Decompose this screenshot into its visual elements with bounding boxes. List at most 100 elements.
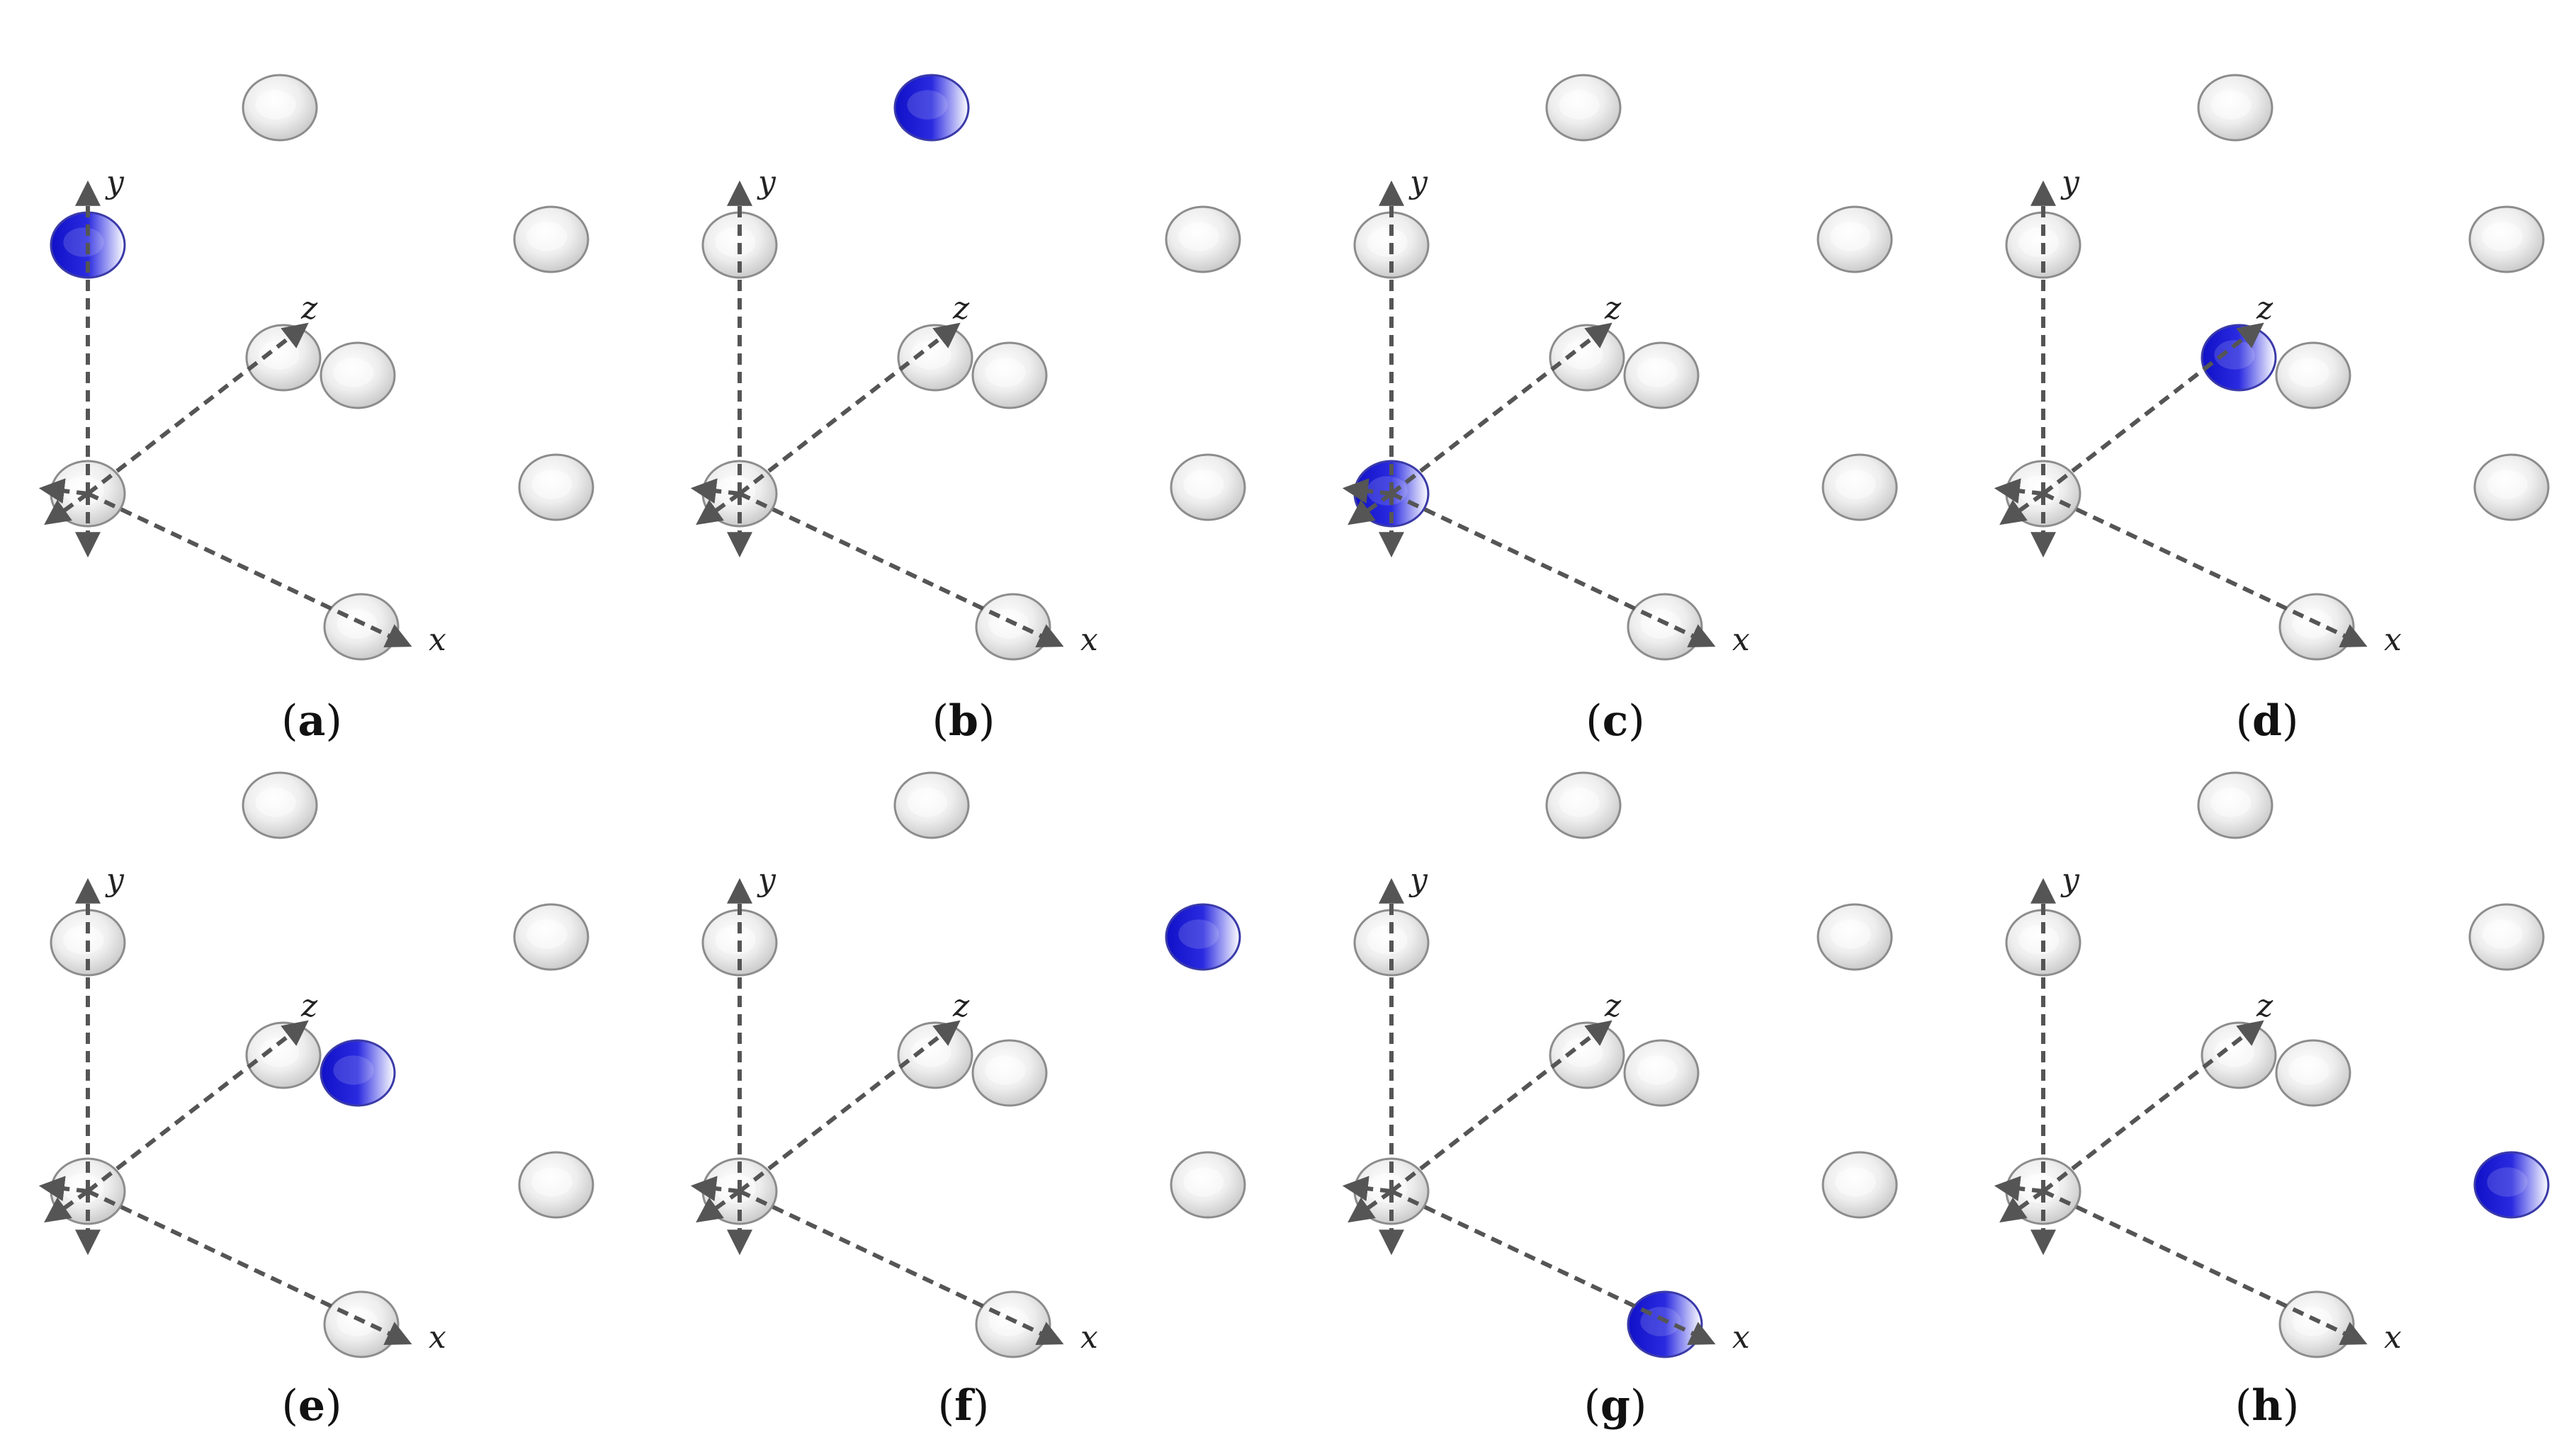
right-bottom-atom <box>1170 1151 1246 1219</box>
center-front-atom <box>1623 341 1700 409</box>
caption-letter: g <box>1600 1381 1630 1431</box>
top-atom-gloss <box>907 90 948 120</box>
right-top-atom <box>513 903 589 971</box>
panel-d: yzx(d) <box>1994 74 2550 746</box>
x-axis-back <box>38 1176 89 1202</box>
right-bottom-atom <box>1821 1151 1898 1219</box>
right-bottom-atom-gloss <box>1183 470 1224 499</box>
z-axis-label: z <box>300 290 318 326</box>
z-axis-back <box>44 492 89 526</box>
center-front-atom-gloss <box>2288 358 2329 387</box>
z-axis <box>1390 322 1612 496</box>
top-atom-gloss <box>907 788 948 817</box>
caption-close-paren: ) <box>2282 696 2298 746</box>
caption-close-paren: ) <box>325 1381 341 1431</box>
left-top-atom-gloss <box>1367 925 1408 955</box>
z-axis-back <box>1999 492 2045 526</box>
center-front-atom <box>971 1039 1048 1107</box>
panel-caption: (b) <box>932 696 995 746</box>
right-top-atom <box>1165 205 1241 273</box>
caption-open-paren: ( <box>1586 696 1602 746</box>
panel-caption: (c) <box>1586 696 1644 746</box>
right-top-atom <box>1817 205 1893 273</box>
z-axis-label: z <box>1604 290 1622 326</box>
x-axis-back <box>1342 478 1392 504</box>
z-axis-back <box>696 492 741 526</box>
x-axis-back <box>690 478 740 504</box>
z-axis <box>2042 1020 2264 1193</box>
center-front-atom-gloss <box>1637 358 1678 387</box>
panel-c: yzx(c) <box>1342 74 1898 746</box>
right-top-atom-gloss <box>2482 222 2523 251</box>
left-top-atom-gloss <box>1367 227 1408 257</box>
caption-open-paren: ( <box>1584 1381 1600 1431</box>
panel-b: yzx(b) <box>690 74 1246 746</box>
top-atom <box>242 74 318 142</box>
z-axis <box>738 322 961 496</box>
right-bottom-atom-gloss <box>1835 1167 1876 1197</box>
x-axis <box>738 1189 1064 1345</box>
z-axis <box>86 1020 309 1193</box>
right-bottom-atom-gloss <box>531 470 572 499</box>
z-axis <box>1390 1020 1612 1193</box>
right-top-atom-highlighted <box>1165 903 1241 971</box>
top-atom-gloss <box>255 90 296 120</box>
caption-close-paren: ) <box>1630 1381 1646 1431</box>
center-front-atom-gloss <box>985 1055 1026 1085</box>
right-bottom-atom <box>518 1151 594 1219</box>
right-bottom-atom-gloss <box>2487 1167 2528 1197</box>
left-top-atom-gloss <box>2018 227 2060 257</box>
center-front-atom <box>2275 1039 2351 1107</box>
z-axis-label: z <box>2256 290 2273 326</box>
right-bottom-atom-gloss <box>531 1167 572 1197</box>
caption-open-paren: ( <box>2236 696 2252 746</box>
caption-close-paren: ) <box>978 696 995 746</box>
panel-caption: (h) <box>2235 1381 2299 1431</box>
x-axis <box>1390 1189 1716 1345</box>
center-front-atom-gloss <box>985 358 1026 387</box>
left-top-atom-gloss <box>2018 925 2060 955</box>
caption-letter: f <box>954 1381 976 1431</box>
x-axis-label: x <box>429 1319 446 1356</box>
top-atom-gloss <box>255 788 296 817</box>
caption-letter: h <box>2252 1381 2283 1431</box>
caption-open-paren: ( <box>281 1381 298 1431</box>
caption-open-paren: ( <box>281 696 298 746</box>
top-atom-gloss <box>1559 788 1600 817</box>
panel-caption: (a) <box>281 696 342 746</box>
z-axis-back <box>1999 1189 2045 1223</box>
caption-open-paren: ( <box>938 1381 954 1431</box>
caption-open-paren: ( <box>2235 1381 2252 1431</box>
x-axis-label: x <box>2384 1319 2402 1356</box>
panel-h: yzx(h) <box>1994 771 2550 1431</box>
caption-letter: b <box>949 696 978 746</box>
top-atom <box>2197 771 2273 839</box>
z-axis <box>86 322 309 496</box>
z-axis-label: z <box>2256 988 2273 1024</box>
caption-close-paren: ) <box>1628 696 1644 746</box>
right-bottom-atom <box>1170 453 1246 521</box>
x-axis-label: x <box>1080 1319 1098 1356</box>
top-atom <box>1545 74 1622 142</box>
left-top-atom-gloss <box>63 227 104 257</box>
center-front-atom-gloss <box>333 358 374 387</box>
caption-letter: e <box>298 1381 325 1431</box>
right-bottom-atom-highlighted <box>2473 1151 2550 1219</box>
top-atom <box>893 771 970 839</box>
panel-caption: (f) <box>938 1381 990 1431</box>
left-top-atom-gloss <box>715 925 756 955</box>
y-axis-label: y <box>757 862 776 898</box>
center-front-atom <box>1623 1039 1700 1107</box>
caption-letter: c <box>1603 696 1629 746</box>
y-axis-label: y <box>1408 862 1428 898</box>
x-axis-back <box>38 478 89 504</box>
caption-close-paren: ) <box>325 696 341 746</box>
x-axis-back <box>1994 478 2044 504</box>
center-front-atom-gloss <box>2288 1055 2329 1085</box>
top-atom <box>1545 771 1622 839</box>
top-atom <box>2197 74 2273 142</box>
y-axis-label: y <box>1408 164 1428 200</box>
z-axis-back <box>44 1189 89 1223</box>
center-front-atom <box>971 341 1048 409</box>
caption-close-paren: ) <box>2283 1381 2299 1431</box>
